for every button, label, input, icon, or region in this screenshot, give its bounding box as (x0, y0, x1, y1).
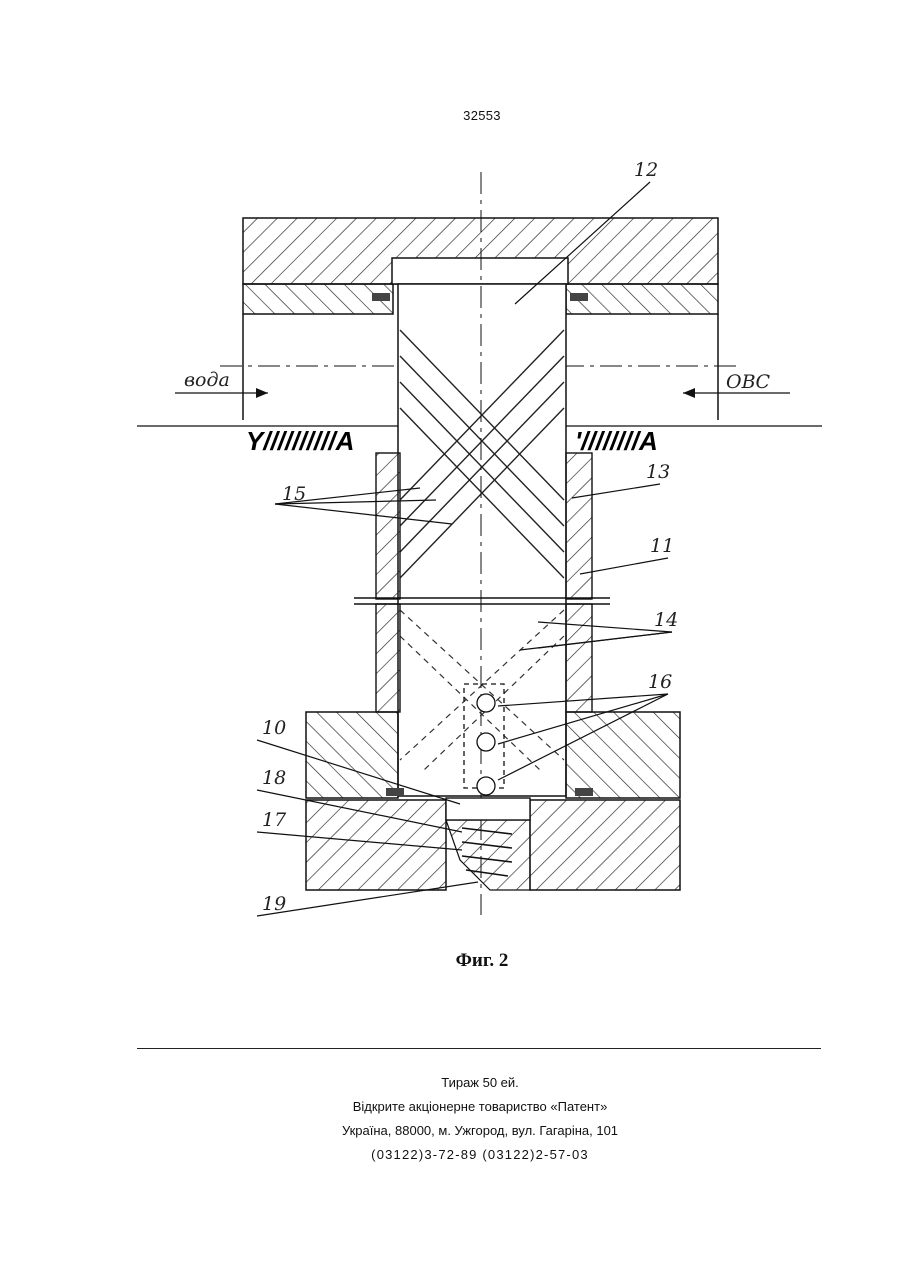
part-label-16: 16 (648, 671, 672, 693)
part-label-18: 18 (262, 767, 286, 789)
part-label-15: 15 (282, 483, 306, 505)
part-label-11: 11 (650, 535, 674, 557)
part-label-14: 14 (654, 609, 678, 631)
flow-label-water: вода (184, 369, 230, 391)
address-line: Україна, 88000, м. Ужгород, вул. Гагарін… (0, 1123, 901, 1138)
part-label-19: 19 (262, 893, 286, 915)
section-mark-left: Y//////////A (246, 426, 354, 456)
circulation-line: Тираж 50 ей. (0, 1075, 901, 1090)
part-label-12: 12 (634, 159, 658, 181)
part-label-17: 17 (262, 809, 287, 831)
figure-caption: Фиг. 2 (0, 950, 901, 972)
part-label-13: 13 (646, 461, 670, 483)
footer-divider (137, 1048, 821, 1049)
phones-line: (03122)3-72-89 (03122)2-57-03 (0, 1147, 901, 1162)
publisher-line: Відкрите акціонерне товариство «Патент» (0, 1099, 901, 1114)
flow-label-ovs: ОВС (726, 371, 771, 393)
part-label-10: 10 (262, 717, 286, 739)
section-mark-right: '////////A (575, 426, 658, 456)
